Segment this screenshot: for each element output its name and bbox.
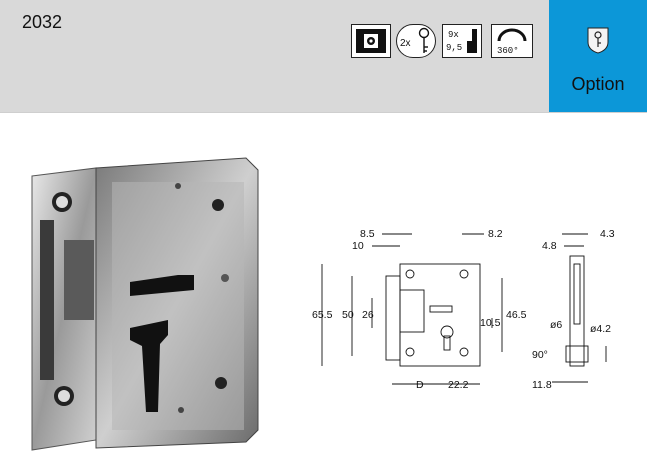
dim-90-deg: 90° xyxy=(532,349,548,361)
divider xyxy=(0,112,647,113)
dim-4-8: 4.8 xyxy=(542,240,557,252)
key-size-top: 9x xyxy=(448,30,459,40)
dim-dia-4-2: ø4.2 xyxy=(590,323,611,335)
dim-65-5: 65.5 xyxy=(312,309,333,321)
two-keys-icon: 2x xyxy=(396,24,436,58)
dim-4-3: 4.3 xyxy=(600,228,615,240)
dim-46-5: 46.5 xyxy=(506,309,527,321)
dim-D: D xyxy=(416,379,424,391)
key-size-bottom: 9,5 xyxy=(446,43,462,53)
two-keys-text: 2x xyxy=(400,38,411,49)
lock-photo xyxy=(31,157,259,451)
key-shield-icon xyxy=(587,27,609,54)
product-code: 2032 xyxy=(22,12,63,32)
rotation-text: 360° xyxy=(497,46,519,56)
dim-22-2: 22.2 xyxy=(448,379,469,391)
rotation-360-icon: 360° xyxy=(491,24,533,58)
technical-drawing: 8.5 10 8.2 65.5 50 26 10.5 46.5 D 22.2 4… xyxy=(312,228,615,391)
dim-26: 26 xyxy=(362,309,374,321)
dim-dia-6: ø6 xyxy=(550,319,562,331)
square-follower-icon xyxy=(351,24,391,58)
dim-8-5: 8.5 xyxy=(360,228,375,240)
option-label: Option xyxy=(571,74,625,94)
dim-10: 10 xyxy=(352,240,364,252)
key-size-icon: 9x 9,5 xyxy=(442,24,482,58)
dim-11-8: 11.8 xyxy=(532,379,552,391)
dim-8-2: 8.2 xyxy=(488,228,503,240)
dim-50: 50 xyxy=(342,309,354,321)
product-header: 2032 2x 9x 9,5 360° xyxy=(0,0,647,112)
option-button[interactable]: Option xyxy=(549,0,647,112)
dim-10-5: 10.5 xyxy=(480,317,501,329)
